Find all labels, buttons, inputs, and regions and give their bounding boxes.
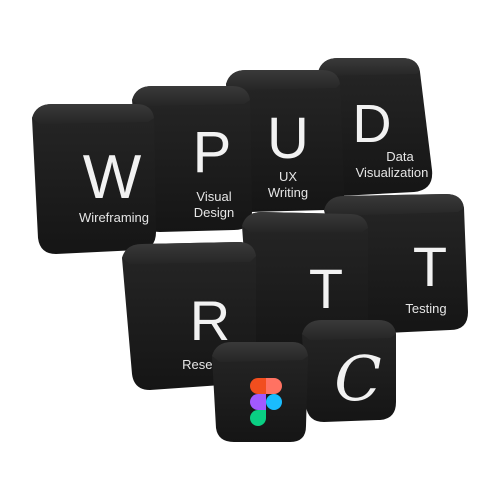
cube-letter: R <box>190 289 230 352</box>
cube-letter: C <box>334 342 381 415</box>
cube-caption: Data <box>386 149 414 164</box>
cube-caption: Testing <box>405 301 446 316</box>
cube-d: D Data Visualization <box>318 58 433 196</box>
cube-u: U UX Writing <box>226 70 345 212</box>
cube-caption: Visualization <box>356 165 429 180</box>
cube-w: W Wireframing <box>32 104 156 254</box>
cube-caption: Design <box>194 205 234 220</box>
cube-caption: Writing <box>268 185 308 200</box>
cube-caption: Wireframing <box>79 210 149 225</box>
cube-t1: T <box>242 212 368 354</box>
cube-letter: T <box>413 235 447 298</box>
cube-p: P Visual Design <box>132 86 252 232</box>
cube-caption: UX <box>279 169 297 184</box>
cube-letter: U <box>267 106 309 171</box>
cube-c: C <box>302 320 396 422</box>
cube-figma <box>212 342 308 442</box>
figma-logo-icon <box>250 378 282 426</box>
cube-letter: P <box>193 120 232 185</box>
cube-caption: Visual <box>196 189 231 204</box>
cube-letter: W <box>83 143 142 212</box>
cube-letter: T <box>309 257 343 320</box>
cube-letter: D <box>353 94 392 154</box>
